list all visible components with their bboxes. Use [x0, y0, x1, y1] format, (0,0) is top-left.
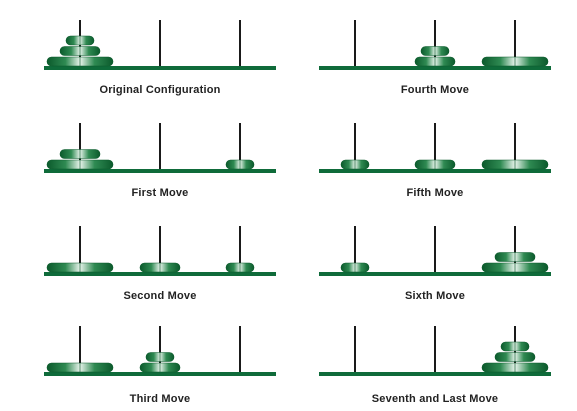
peg-2 — [159, 20, 161, 66]
peg-1 — [79, 326, 81, 372]
panel-first-move: First Move — [40, 115, 280, 205]
peg-3 — [514, 123, 516, 169]
peg-through-disk — [514, 263, 516, 272]
peg-through-disk — [79, 160, 81, 169]
base-plate — [319, 66, 551, 70]
peg-3 — [239, 326, 241, 372]
panel-fourth-move: Fourth Move — [315, 12, 555, 102]
peg-through-disk — [239, 263, 241, 272]
peg-1 — [354, 123, 356, 169]
panel-caption: Sixth Move — [404, 290, 466, 302]
base-plate — [44, 169, 276, 173]
panel-caption: Seventh and Last Move — [371, 393, 499, 405]
base-plate — [44, 372, 276, 376]
panel-caption: Third Move — [129, 393, 191, 405]
peg-3 — [239, 20, 241, 66]
peg-through-disk — [434, 57, 436, 66]
peg-through-disk — [514, 363, 516, 372]
peg-through-disk — [79, 36, 81, 45]
peg-through-disk — [514, 342, 516, 351]
base-plate — [319, 272, 551, 276]
panel-graphic — [44, 326, 276, 376]
peg-1 — [79, 226, 81, 272]
panel-sixth-move: Sixth Move — [315, 218, 555, 308]
peg-through-disk — [354, 160, 356, 169]
peg-3 — [239, 123, 241, 169]
peg-3 — [514, 20, 516, 66]
panel-graphic — [319, 226, 551, 276]
panel-graphic — [319, 20, 551, 70]
peg-through-disk — [159, 263, 161, 272]
peg-through-disk — [79, 46, 81, 56]
peg-3 — [514, 226, 516, 272]
panel-graphic — [44, 226, 276, 276]
panel-caption: Fifth Move — [406, 187, 464, 199]
panel-graphic — [319, 123, 551, 173]
peg-through-disk — [354, 263, 356, 272]
panel-original-configuration: Original Configuration — [40, 12, 280, 102]
panel-graphic — [44, 20, 276, 70]
peg-through-disk — [514, 252, 516, 262]
panel-fifth-move: Fifth Move — [315, 115, 555, 205]
base-plate — [319, 372, 551, 376]
peg-1 — [79, 123, 81, 169]
peg-through-disk — [514, 160, 516, 169]
panel-graphic — [319, 326, 551, 376]
peg-2 — [434, 20, 436, 66]
peg-through-disk — [79, 149, 81, 159]
base-plate — [44, 272, 276, 276]
peg-1 — [354, 226, 356, 272]
panel-caption: Second Move — [123, 290, 197, 302]
peg-through-disk — [79, 57, 81, 66]
peg-through-disk — [514, 352, 516, 362]
peg-3 — [239, 226, 241, 272]
peg-through-disk — [79, 363, 81, 372]
peg-through-disk — [79, 263, 81, 272]
peg-through-disk — [159, 352, 161, 362]
peg-2 — [434, 226, 436, 272]
peg-1 — [354, 326, 356, 372]
peg-2 — [159, 123, 161, 169]
peg-2 — [434, 123, 436, 169]
base-plate — [319, 169, 551, 173]
base-plate — [44, 66, 276, 70]
panel-caption: Original Configuration — [99, 84, 221, 96]
peg-through-disk — [239, 160, 241, 169]
panel-caption: Fourth Move — [400, 84, 470, 96]
panel-graphic — [44, 123, 276, 173]
peg-through-disk — [434, 46, 436, 56]
peg-1 — [354, 20, 356, 66]
peg-through-disk — [159, 363, 161, 372]
peg-through-disk — [514, 57, 516, 66]
peg-2 — [434, 326, 436, 372]
peg-through-disk — [434, 160, 436, 169]
panel-second-move: Second Move — [40, 218, 280, 308]
peg-2 — [159, 326, 161, 372]
panel-caption: First Move — [131, 187, 189, 199]
panel-seventh-move: Seventh and Last Move — [315, 318, 555, 408]
panel-third-move: Third Move — [40, 318, 280, 408]
peg-2 — [159, 226, 161, 272]
